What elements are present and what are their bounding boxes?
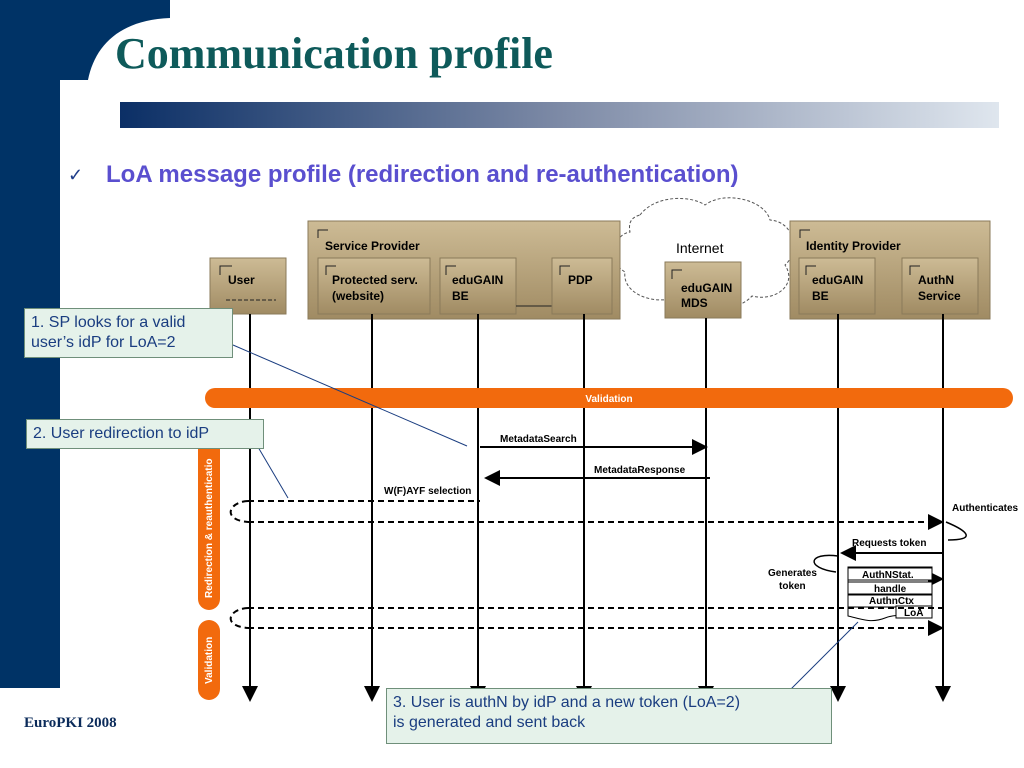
- generates-token-loop: [813, 554, 839, 573]
- callout-authn: 3. User is authN by idP and a new token …: [386, 688, 832, 744]
- slide-title: Communication profile: [115, 29, 553, 78]
- protected-service-box: [317, 257, 431, 315]
- identity-provider-label: Identity Provider: [806, 239, 901, 253]
- return-curve: [229, 607, 249, 629]
- metadata-search-label: MetadataSearch: [500, 434, 577, 445]
- protected-service-label-1: Protected serv.: [332, 273, 418, 287]
- generates-token-label-1: Generates: [768, 568, 817, 579]
- mds-label-2: MDS: [681, 296, 708, 310]
- checkmark-icon: ✓: [68, 165, 84, 185]
- edugain-mds-box: [664, 261, 742, 319]
- idp-edugain-be-box: [798, 257, 876, 315]
- mds-label-1: eduGAIN: [681, 281, 732, 295]
- sidebar-top-curve: [0, 0, 170, 80]
- callout1-line2: user’s idP for LoA=2: [31, 334, 176, 351]
- sp-edugain-label-1: eduGAIN: [452, 273, 503, 287]
- idp-edugain-label-2: BE: [812, 289, 829, 303]
- token-field-authnctx: AuthnCtx: [869, 596, 914, 607]
- authn-service-box: [901, 257, 979, 315]
- internet-label: Internet: [676, 240, 724, 256]
- validation-side-label: Validation: [204, 637, 215, 684]
- pdp-box: [551, 257, 613, 315]
- validation-phase-bar: [205, 388, 1013, 408]
- internet-cloud: [613, 197, 794, 310]
- callout2-connector: [257, 446, 289, 499]
- sp-edugain-label-2: BE: [452, 289, 469, 303]
- callout3-line1: 3. User is authN by idP and a new token …: [393, 694, 741, 711]
- redirection-phase-bar: [198, 420, 220, 610]
- validation-side-bar: [198, 620, 220, 700]
- redirection-label: Redirection & reauthenticatio: [204, 459, 215, 598]
- footer-text: EuroPKI 2008: [24, 715, 117, 731]
- callout2-text: 2. User redirection to idP: [33, 425, 210, 442]
- user-box: [209, 257, 287, 315]
- callout1-line1: 1. SP looks for a valid: [31, 314, 186, 331]
- authn-label-1: AuthN: [918, 273, 954, 287]
- pdp-label: PDP: [568, 273, 593, 287]
- authenticates-label: Authenticates: [952, 503, 1019, 514]
- service-provider-label: Service Provider: [325, 239, 420, 253]
- authenticates-loop: [945, 521, 967, 541]
- token-field-handle: handle: [874, 584, 907, 595]
- callout-redirection: 2. User redirection to idP: [26, 419, 264, 449]
- token-field-rows: [847, 567, 933, 619]
- wayf-label: W(F)AYF selection: [384, 486, 471, 497]
- idp-edugain-label-1: eduGAIN: [812, 273, 863, 287]
- callout-sp-lookup: 1. SP looks for a valid user’s idP for L…: [24, 308, 233, 358]
- lifelines: [242, 314, 951, 702]
- requests-token-label: Requests token: [852, 538, 926, 549]
- callout3-connector: [789, 621, 859, 691]
- callout3-line2: is generated and sent back: [393, 714, 586, 731]
- user-label: User: [228, 273, 255, 287]
- validation-bar-label: Validation: [585, 394, 632, 405]
- bullet-text: LoA message profile (redirection and re-…: [106, 161, 739, 188]
- token-field-loa: LoA: [904, 608, 923, 619]
- wayf-curve: [229, 500, 249, 523]
- token-field-authnstat: AuthNStat.: [862, 570, 914, 581]
- authn-label-2: Service: [918, 289, 961, 303]
- header-gradient-bar: [120, 102, 999, 128]
- callout1-connector: [232, 344, 468, 447]
- protected-service-label-2: (website): [332, 289, 384, 303]
- generates-token-label-2: token: [779, 581, 806, 592]
- metadata-response-label: MetadataResponse: [594, 465, 686, 476]
